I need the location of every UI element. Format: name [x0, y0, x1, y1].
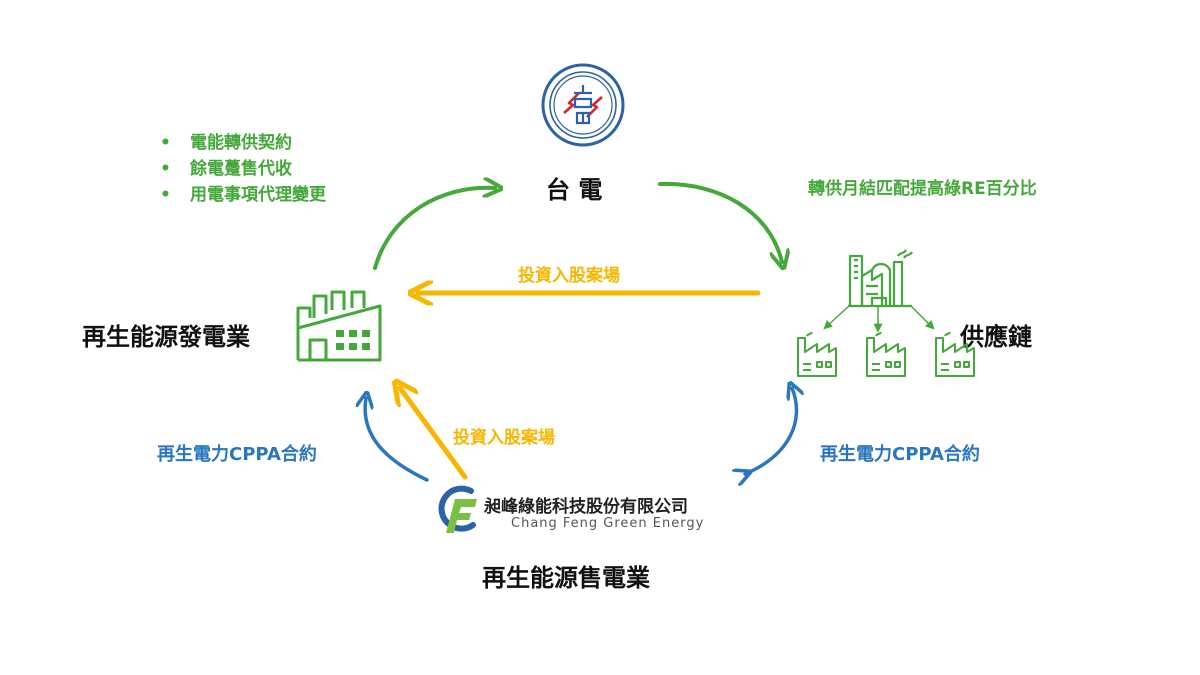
settlement-label: 轉供月結匹配提高綠RE百分比	[808, 179, 1037, 199]
small-factory-icon	[933, 331, 977, 378]
supply-chain-main-factory-icon	[842, 246, 917, 310]
service-item: 用電事項代理變更	[160, 182, 326, 208]
cppa-label-right: 再生電力CPPA合約	[820, 444, 980, 465]
cppa-label-left: 再生電力CPPA合約	[157, 444, 317, 465]
small-factory-icon	[864, 331, 908, 378]
investment-label-bottom: 投資入股案場	[453, 428, 555, 448]
taipower-label: 台 電	[546, 176, 603, 204]
arrow-retailer-investment	[400, 388, 468, 480]
service-item: 餘電躉售代收	[160, 156, 326, 182]
service-item: 電能轉供契約	[160, 130, 326, 156]
company-english-name: Chang Feng Green Energy	[511, 516, 705, 531]
arrow-taipower-to-supply-chain	[658, 181, 782, 262]
company-name: 昶峰綠能科技股份有限公司	[484, 497, 688, 517]
arrow-supply-chain-retailer-cppa	[745, 388, 797, 474]
supply-chain-label: 供應鏈	[960, 323, 1032, 351]
chang-feng-logo	[435, 483, 481, 535]
services-list: 電能轉供契約 餘電躉售代收 用電事項代理變更	[160, 130, 326, 208]
factory-icon	[292, 288, 382, 363]
arrow-supply-right	[909, 304, 935, 330]
investment-label-top: 投資入股案場	[518, 266, 620, 286]
taipower-logo	[541, 63, 625, 147]
small-factory-icon	[795, 331, 839, 378]
arrow-generator-to-taipower	[373, 188, 495, 270]
retailer-label: 再生能源售電業	[482, 564, 650, 592]
generator-label: 再生能源發電業	[82, 323, 250, 351]
arrow-supply-left	[823, 304, 851, 330]
arrow-retailer-to-generator-cppa	[365, 398, 429, 482]
